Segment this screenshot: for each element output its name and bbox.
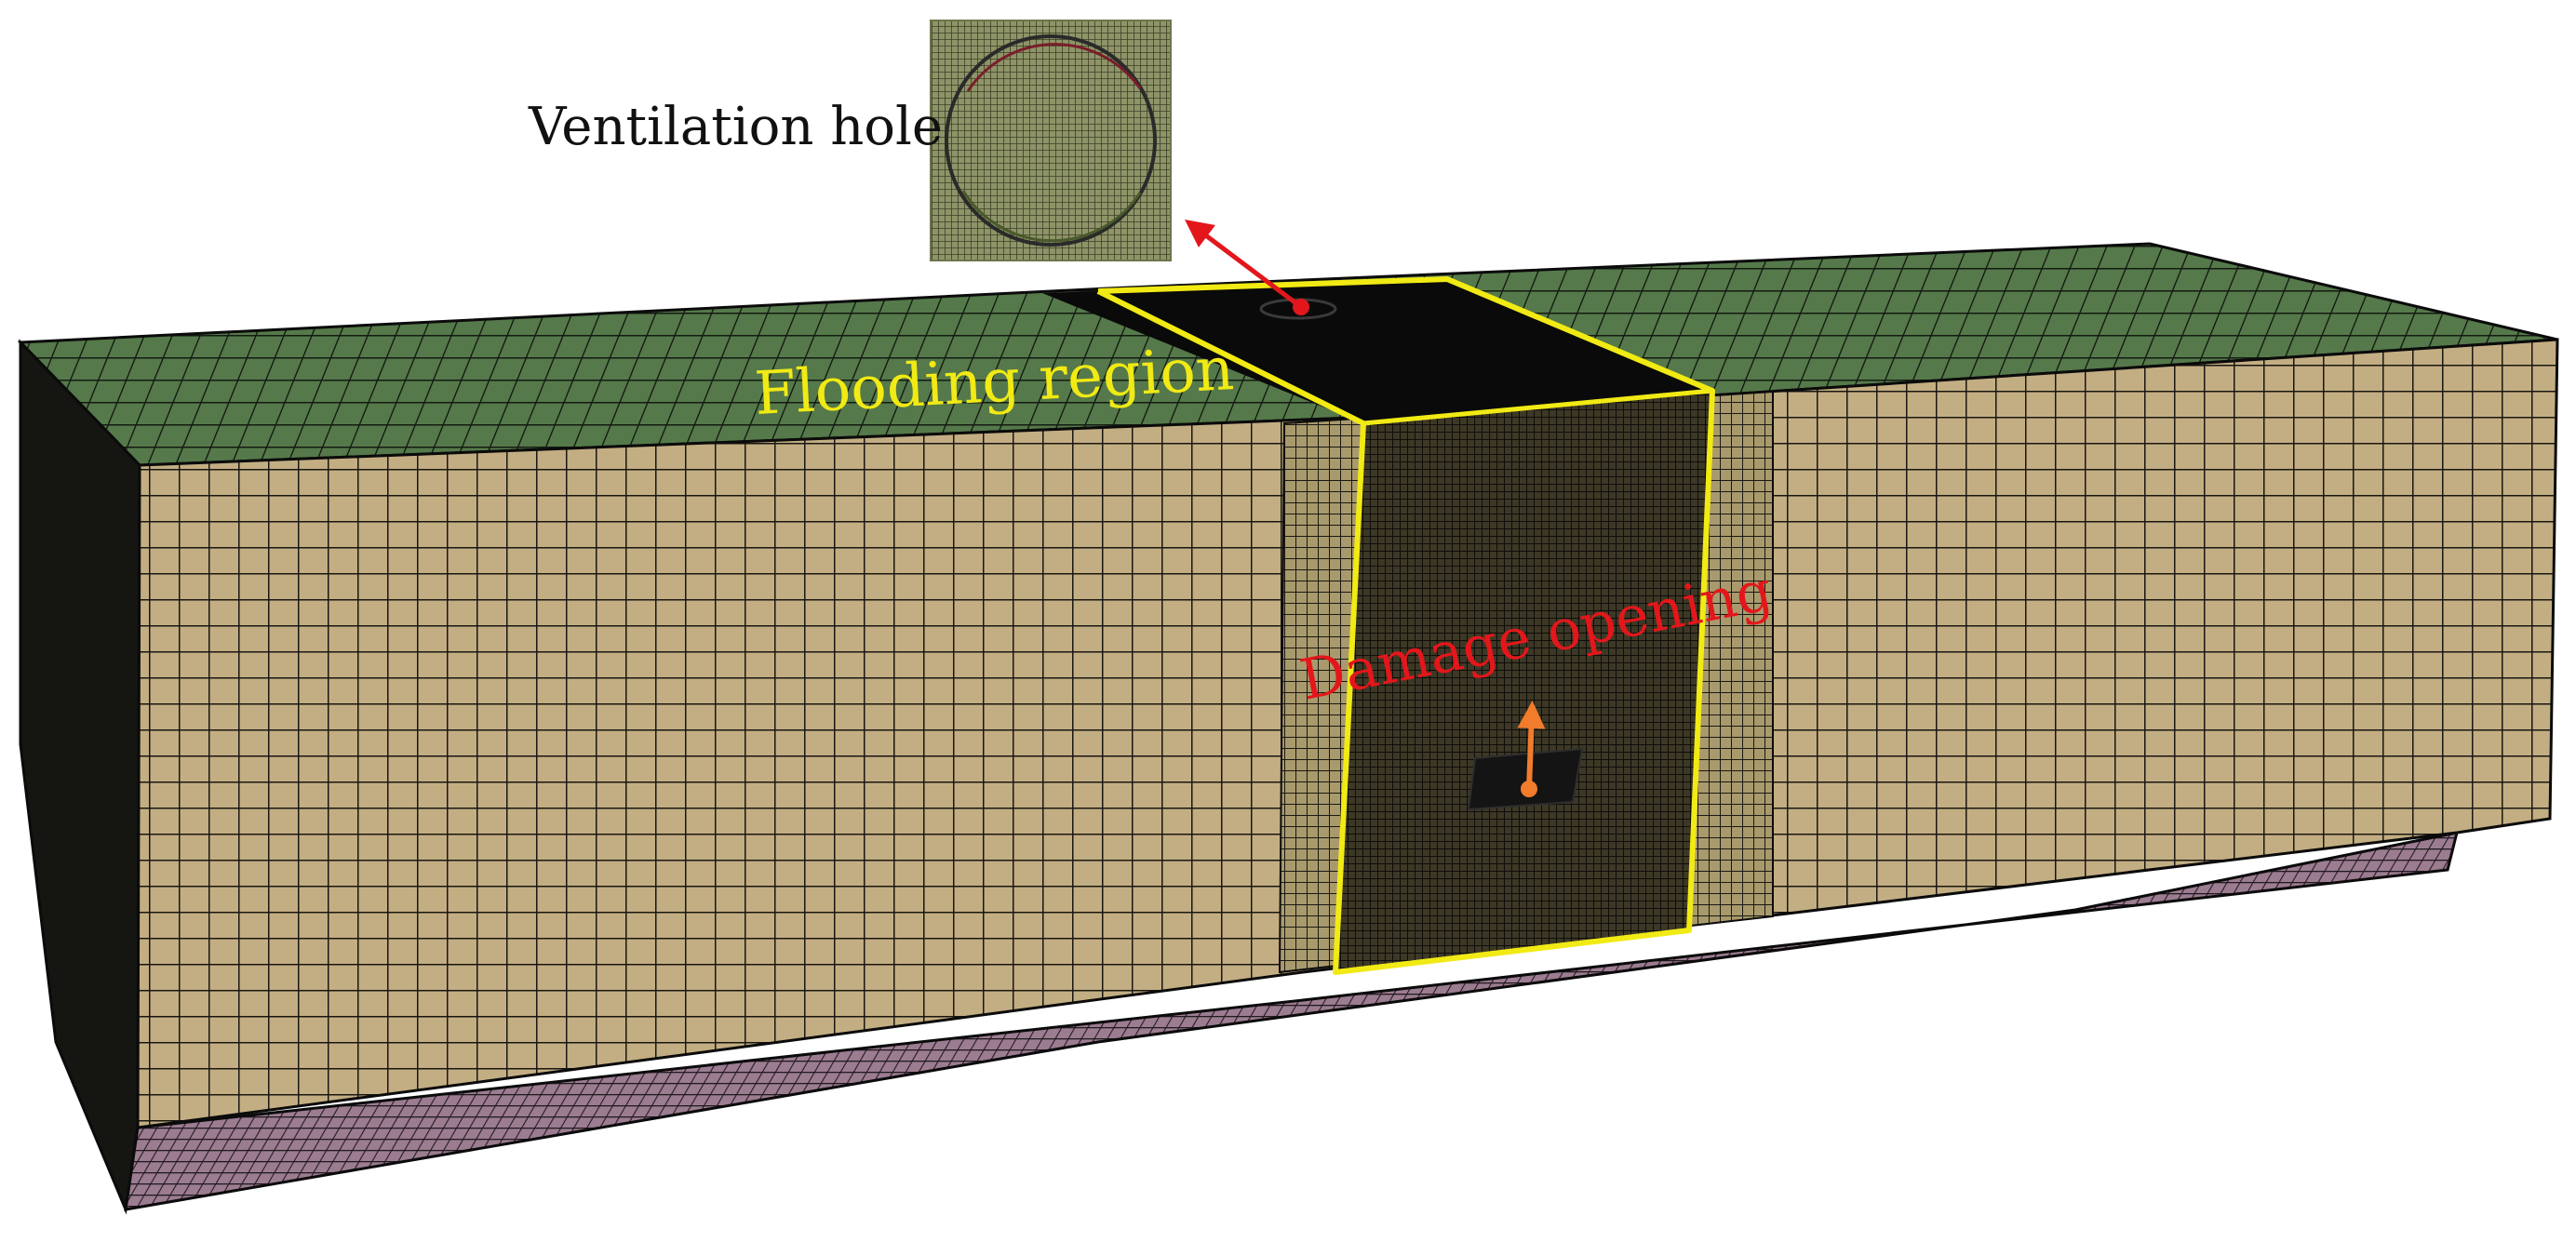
- flooding-region-outline-edge: [1362, 388, 1713, 426]
- leader-arrow: [1185, 219, 1303, 309]
- flow-arrow-origin: [1521, 781, 1537, 797]
- end-face: [19, 339, 141, 1215]
- flow-arrow: [1517, 701, 1546, 790]
- ventilation-hole-label: Ventilation hole: [528, 97, 943, 157]
- flooding-region-side: [1335, 391, 1712, 972]
- damage-opening: [1467, 747, 1584, 811]
- flooding-region-top: [1042, 279, 1708, 423]
- bottom-face: [124, 831, 2460, 1211]
- inset-ventilation-hole: [930, 20, 1172, 261]
